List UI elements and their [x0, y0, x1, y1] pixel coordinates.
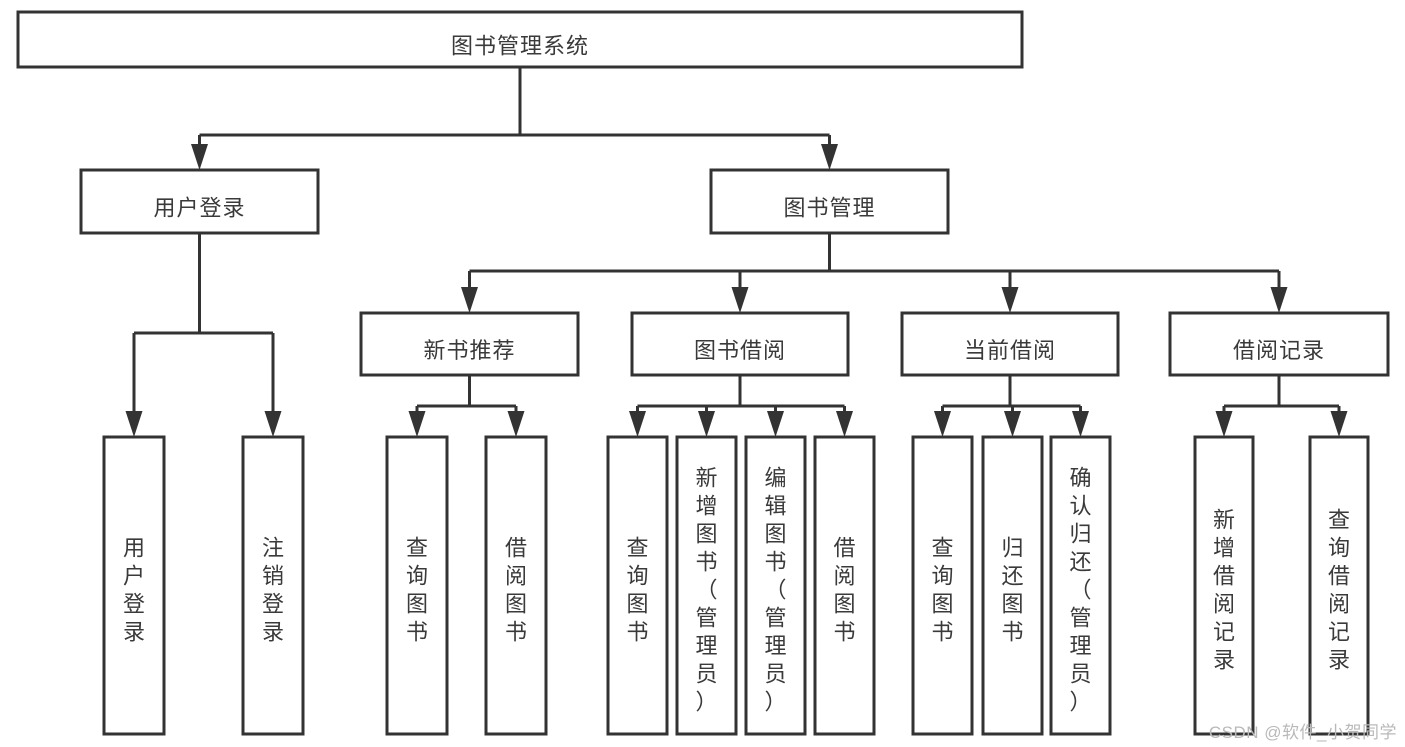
node-label: 编辑图书（管理员） [764, 465, 786, 714]
node-label: 注销登录 [262, 535, 284, 644]
node-l4_9[interactable]: 归还图书 [981, 435, 1044, 736]
node-label: 新书推荐 [423, 338, 515, 363]
node-label: 借阅图书 [505, 535, 527, 644]
node-l4_1[interactable]: 注销登录 [241, 435, 305, 736]
node-l4_10[interactable]: 确认归还（管理员） [1049, 435, 1112, 736]
node-box [606, 435, 669, 736]
node-box [981, 435, 1044, 736]
arrow-head-icon [836, 411, 853, 437]
arrow-head-icon [698, 411, 715, 437]
node-l4_5[interactable]: 新增图书（管理员） [675, 435, 738, 736]
node-label: 当前借阅 [964, 338, 1056, 363]
node-l4_7[interactable]: 借阅图书 [813, 435, 876, 736]
arrow-head-icon [821, 144, 838, 170]
node-box [1168, 311, 1390, 377]
node-l3_3[interactable]: 借阅记录 [1168, 311, 1390, 377]
node-label: 查询图书 [406, 535, 428, 644]
node-l2_0[interactable]: 用户登录 [79, 168, 320, 235]
arrow-head-icon [1004, 411, 1021, 437]
edge-layer [125, 67, 1348, 437]
node-l3_0[interactable]: 新书推荐 [359, 311, 580, 377]
node-root[interactable]: 图书管理系统 [16, 10, 1024, 69]
node-l4_0[interactable]: 用户登录 [102, 435, 166, 736]
node-label: 用户登录 [153, 195, 245, 220]
node-box [911, 435, 974, 736]
arrow-head-icon [1330, 411, 1348, 437]
node-l4_11[interactable]: 新增借阅记录 [1193, 435, 1255, 736]
node-label: 借阅记录 [1233, 338, 1325, 363]
node-box [16, 10, 1024, 69]
node-l2_1[interactable]: 图书管理 [709, 168, 950, 235]
node-l4_12[interactable]: 查询借阅记录 [1308, 435, 1370, 736]
node-label: 查询图书 [931, 535, 953, 644]
node-box [630, 311, 850, 377]
node-label: 图书管理 [783, 195, 875, 220]
node-label: 图书管理系统 [451, 33, 589, 58]
node-box [359, 311, 580, 377]
arrow-head-icon [1072, 411, 1089, 437]
arrow-head-icon [264, 411, 282, 437]
node-box [1308, 435, 1370, 736]
node-box [79, 168, 320, 235]
arrow-head-icon [125, 411, 143, 437]
node-label: 图书借阅 [694, 338, 786, 363]
node-l4_4[interactable]: 查询图书 [606, 435, 669, 736]
arrow-head-icon [461, 287, 478, 313]
arrow-head-icon [629, 411, 646, 437]
node-box [675, 435, 738, 736]
arrow-head-icon [408, 411, 426, 437]
node-label: 确认归还（管理员） [1069, 465, 1091, 714]
node-box [900, 311, 1120, 377]
node-label: 归还图书 [1001, 535, 1023, 644]
arrow-head-icon [1270, 287, 1288, 313]
node-box [1193, 435, 1255, 736]
arrow-head-icon [1001, 287, 1019, 313]
arrow-head-icon [191, 144, 208, 170]
node-label: 新增借阅记录 [1213, 507, 1235, 672]
node-box [1049, 435, 1112, 736]
node-label: 查询借阅记录 [1328, 507, 1350, 672]
node-layer: 图书管理系统用户登录图书管理新书推荐图书借阅当前借阅借阅记录用户登录注销登录查询… [16, 10, 1390, 736]
node-box [484, 435, 548, 736]
node-label: 查询图书 [626, 535, 648, 644]
node-label: 借阅图书 [833, 535, 855, 644]
arrow-head-icon [1215, 411, 1233, 437]
node-l4_8[interactable]: 查询图书 [911, 435, 974, 736]
node-box [744, 435, 807, 736]
node-l3_1[interactable]: 图书借阅 [630, 311, 850, 377]
node-box [102, 435, 166, 736]
node-label: 新增图书（管理员） [695, 465, 717, 714]
arrow-head-icon [507, 411, 525, 437]
arrow-head-icon [731, 287, 749, 313]
node-l4_2[interactable]: 查询图书 [385, 435, 449, 736]
arrow-head-icon [767, 411, 784, 437]
node-box [709, 168, 950, 235]
arrow-head-icon [934, 411, 951, 437]
node-box [813, 435, 876, 736]
node-l4_6[interactable]: 编辑图书（管理员） [744, 435, 807, 736]
node-l4_3[interactable]: 借阅图书 [484, 435, 548, 736]
node-l3_2[interactable]: 当前借阅 [900, 311, 1120, 377]
node-label: 用户登录 [123, 535, 145, 644]
node-box [241, 435, 305, 736]
node-box [385, 435, 449, 736]
